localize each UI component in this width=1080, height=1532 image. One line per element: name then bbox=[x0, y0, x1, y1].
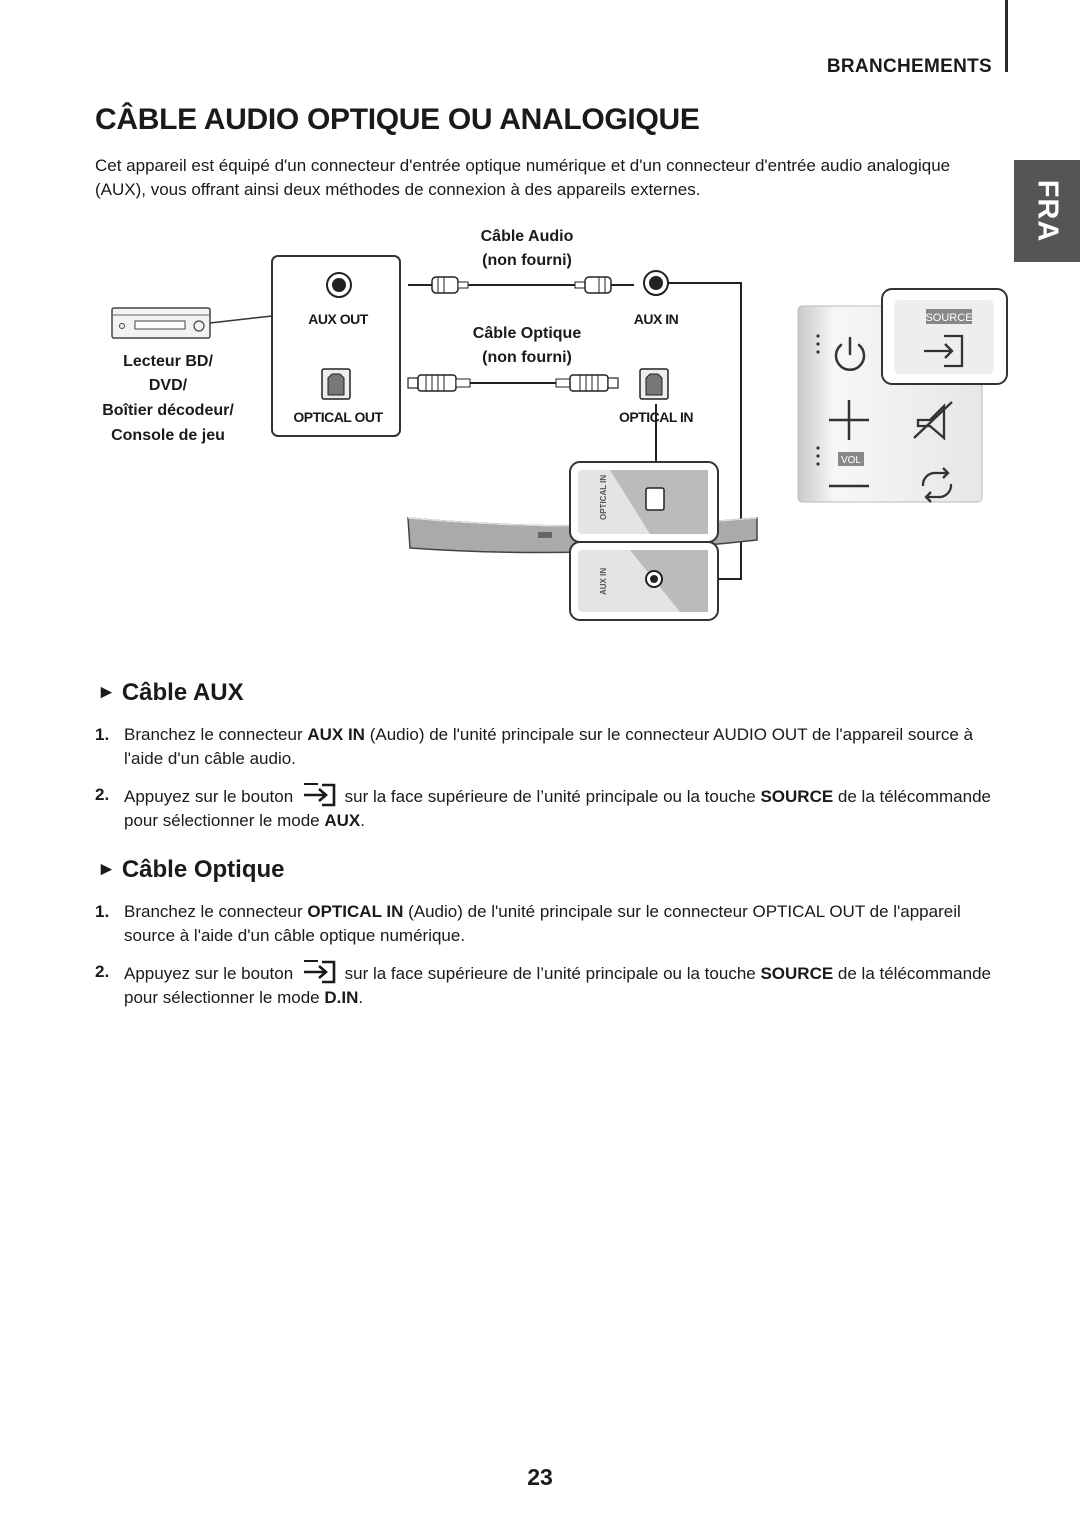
step-keyword: SOURCE bbox=[760, 964, 834, 983]
source-icon bbox=[303, 960, 336, 984]
port-aux-in-label: AUX IN bbox=[599, 568, 608, 595]
step-text: (Audio) de l'unité principale sur le con… bbox=[124, 725, 974, 768]
step-text: de la télécommande pour sélectionner le … bbox=[124, 787, 992, 830]
source-icon bbox=[924, 334, 964, 368]
source-device-label-4: Console de jeu bbox=[111, 427, 225, 444]
aux-in-jack-icon bbox=[643, 270, 669, 296]
repeat-icon bbox=[921, 467, 953, 503]
source-device-label-3: Boîtier décodeur/ bbox=[102, 402, 234, 419]
step-keyword: AUX IN bbox=[307, 725, 365, 744]
step-keyword: AUX bbox=[324, 811, 361, 830]
page-title: CÂBLE AUDIO OPTIQUE OU ANALOGIQUE bbox=[95, 103, 700, 136]
port-optical-in-label: OPTICAL IN bbox=[599, 475, 608, 520]
source-device-label-1: Lecteur BD/ bbox=[123, 353, 213, 370]
step-text: Branchez le connecteur bbox=[124, 725, 308, 744]
optical-in-port-zoom: OPTICAL IN bbox=[569, 461, 719, 543]
step-number: 2. bbox=[95, 785, 110, 804]
optical-step-2: 2. Appuyez sur le bouton sur la face supé… bbox=[95, 960, 1000, 1010]
aux-in-label: AUX IN bbox=[634, 311, 679, 327]
connection-diagram: AUX OUT OPTICAL OUT Lecteur BD/ DVD/ Boî… bbox=[102, 228, 1008, 621]
aux-out-jack-icon bbox=[326, 272, 352, 298]
step-keyword: SOURCE bbox=[760, 787, 834, 806]
source-output-panel bbox=[271, 255, 401, 437]
aux-section-title: Câble AUX bbox=[121, 679, 244, 706]
source-device-label-2: DVD/ bbox=[149, 377, 188, 394]
optical-out-port-icon bbox=[321, 368, 351, 400]
bd-player-icon bbox=[111, 307, 211, 339]
optical-cable-note: (non fourni) bbox=[482, 349, 572, 366]
intro-paragraph: Cet appareil est équipé d'un connecteur … bbox=[95, 156, 951, 199]
step-text: (Audio) de l'unité principale sur le con… bbox=[124, 902, 961, 945]
step-text: sur la face supérieure de l’unité princi… bbox=[344, 964, 761, 983]
step-number: 1. bbox=[95, 725, 110, 744]
triangle-bullet-icon: ► bbox=[97, 859, 116, 880]
optical-steps: 1. Branchez le connecteur OPTICAL IN (Aud… bbox=[95, 900, 1000, 1022]
audio-cable-note: (non fourni) bbox=[482, 252, 572, 269]
source-icon bbox=[303, 783, 336, 807]
aux-out-label: AUX OUT bbox=[308, 311, 368, 327]
source-button-label: SOURCE bbox=[925, 312, 972, 324]
vol-label-badge: VOL bbox=[838, 452, 864, 466]
step-text: sur la face supérieure de l’unité princi… bbox=[344, 787, 761, 806]
step-number: 1. bbox=[95, 902, 110, 921]
step-number: 2. bbox=[95, 962, 110, 981]
step-text: . bbox=[358, 988, 364, 1007]
aux-step-1: 1. Branchez le connecteur AUX IN (Audio) … bbox=[95, 723, 1000, 771]
mute-icon bbox=[913, 401, 953, 441]
step-text: de la télécommande pour sélectionner le … bbox=[124, 964, 992, 1007]
section-divider bbox=[1005, 0, 1008, 72]
volume-up-icon bbox=[829, 400, 869, 440]
aux-section-heading: ►Câble AUX bbox=[97, 679, 244, 707]
optical-cable-label: Câble Optique bbox=[473, 325, 582, 342]
optical-step-1: 1. Branchez le connecteur OPTICAL IN (Aud… bbox=[95, 900, 1000, 948]
optical-section-heading: ►Câble Optique bbox=[97, 856, 285, 884]
step-text: Appuyez sur le bouton bbox=[124, 787, 294, 806]
triangle-bullet-icon: ► bbox=[97, 682, 116, 703]
aux-step-2: 2. Appuyez sur le bouton sur la face supé… bbox=[95, 783, 1000, 833]
step-text: . bbox=[360, 811, 365, 830]
optical-in-port-icon bbox=[639, 368, 669, 400]
step-keyword: OPTICAL IN bbox=[307, 902, 404, 921]
audio-cable-icon bbox=[408, 276, 634, 294]
optical-out-label: OPTICAL OUT bbox=[293, 409, 383, 425]
vol-label: VOL bbox=[841, 455, 861, 466]
section-label: BRANCHEMENTS bbox=[826, 56, 992, 77]
page-number: 23 bbox=[527, 1464, 553, 1490]
audio-cable-label: Câble Audio bbox=[481, 228, 574, 245]
step-text: Branchez le connecteur bbox=[124, 902, 308, 921]
optical-cable-icon bbox=[407, 374, 619, 392]
source-button-highlight: SOURCE bbox=[881, 288, 1008, 385]
optical-section-title: Câble Optique bbox=[121, 856, 285, 883]
aux-in-port-zoom: AUX IN bbox=[569, 541, 719, 621]
aux-steps: 1. Branchez le connecteur AUX IN (Audio) … bbox=[95, 723, 1000, 845]
language-tab: FRA bbox=[1014, 160, 1080, 262]
power-icon bbox=[834, 336, 866, 371]
step-keyword: D.IN bbox=[324, 988, 359, 1007]
device-pointer-line bbox=[209, 315, 273, 324]
step-text: Appuyez sur le bouton bbox=[124, 964, 294, 983]
